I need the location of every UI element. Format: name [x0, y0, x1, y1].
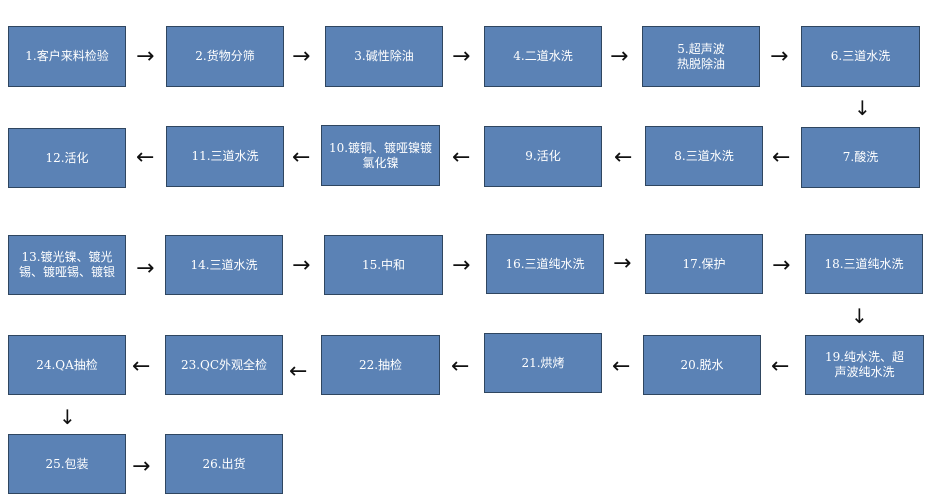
arrow-right: →: [136, 44, 155, 69]
arrow-right: →: [772, 253, 791, 278]
step-15: 15.中和: [324, 235, 443, 295]
arrow-left: ←: [451, 354, 470, 379]
arrow-right: →: [132, 454, 151, 479]
arrow-left: ←: [771, 354, 790, 379]
step-1: 1.客户来料检验: [8, 26, 126, 87]
step-7: 7.酸洗: [801, 127, 920, 188]
step-23: 23.QC外观全检: [165, 335, 283, 395]
step-17: 17.保护: [645, 234, 763, 294]
arrow-left: ←: [614, 145, 633, 170]
step-5: 5.超声波热脱除油: [642, 26, 760, 87]
step-11: 11.三道水洗: [166, 126, 284, 187]
step-16: 16.三道纯水洗: [486, 234, 604, 294]
step-10: 10.镀铜、镀哑镍镀氯化镍: [321, 125, 440, 186]
step-13: 13.镀光镍、镀光锡、镀哑锡、镀银: [8, 235, 126, 295]
step-25: 25.包装: [8, 434, 126, 494]
arrow-left: ←: [289, 359, 308, 384]
step-18: 18.三道纯水洗: [805, 234, 923, 294]
arrow-down: ↓: [854, 96, 871, 120]
arrow-right: →: [613, 251, 632, 276]
step-12: 12.活化: [8, 128, 126, 188]
arrow-left: ←: [612, 354, 631, 379]
step-8: 8.三道水洗: [645, 126, 763, 186]
arrow-right: →: [770, 44, 789, 69]
step-21: 21.烘烤: [484, 333, 602, 393]
arrow-down: ↓: [851, 304, 868, 328]
step-19: 19.纯水洗、超声波纯水洗: [805, 335, 924, 395]
step-6: 6.三道水洗: [801, 26, 920, 87]
step-2: 2.货物分筛: [166, 26, 284, 87]
step-4: 4.二道水洗: [484, 26, 602, 87]
step-9: 9.活化: [484, 126, 602, 187]
step-24: 24.QA抽检: [8, 335, 126, 395]
arrow-right: →: [452, 44, 471, 69]
arrow-down: ↓: [59, 405, 76, 429]
arrow-right: →: [292, 44, 311, 69]
arrow-left: ←: [136, 145, 155, 170]
arrow-right: →: [452, 253, 471, 278]
arrow-right: →: [292, 253, 311, 278]
arrow-left: ←: [452, 145, 471, 170]
step-14: 14.三道水洗: [165, 235, 283, 295]
arrow-right: →: [136, 256, 155, 281]
arrow-right: →: [610, 44, 629, 69]
step-26: 26.出货: [165, 434, 283, 494]
step-20: 20.脱水: [643, 335, 761, 395]
step-22: 22.抽检: [321, 335, 440, 395]
arrow-left: ←: [132, 354, 151, 379]
arrow-left: ←: [772, 145, 791, 170]
step-3: 3.碱性除油: [325, 26, 443, 87]
arrow-left: ←: [292, 145, 311, 170]
